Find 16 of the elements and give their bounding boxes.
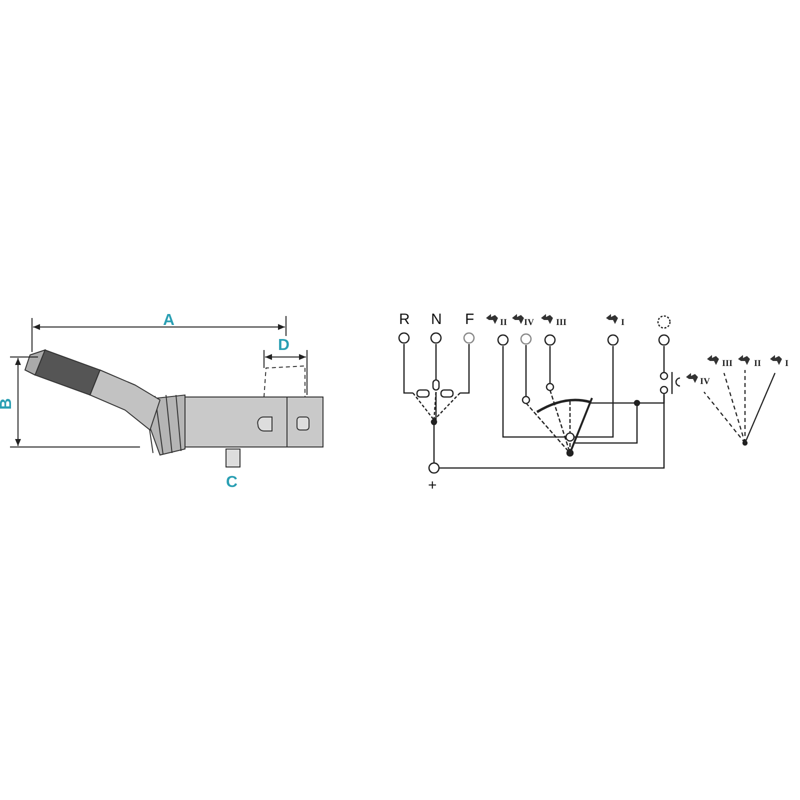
terminal-label: + xyxy=(428,478,437,493)
terminal-label: F xyxy=(465,312,474,327)
dimension-letter: A xyxy=(163,313,175,329)
speed-numeral: III xyxy=(722,359,733,368)
terminal-label: N xyxy=(431,312,442,327)
dimension-letter: C xyxy=(226,475,238,491)
speed-numeral: IV xyxy=(700,377,710,386)
terminal-label: R xyxy=(399,312,410,327)
speed-numeral: III xyxy=(556,318,567,327)
dimension-letter: D xyxy=(278,338,290,354)
dimension-letter: B xyxy=(0,398,15,410)
speed-numeral: IV xyxy=(524,318,534,327)
speed-numeral: I xyxy=(785,359,789,368)
speed-numeral: I xyxy=(621,318,625,327)
speed-numeral: II xyxy=(500,318,508,327)
speed-numeral: II xyxy=(754,359,762,368)
